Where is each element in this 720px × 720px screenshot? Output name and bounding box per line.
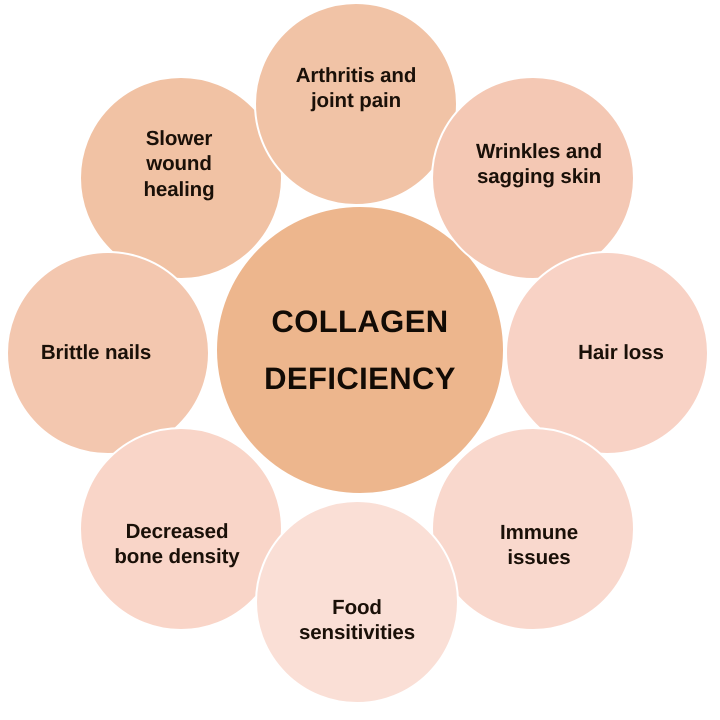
node-decreased-bone-density: Decreased bone density	[79, 427, 283, 631]
node-label-wrinkles-and-sagging-skin: Wrinkles and sagging skin	[475, 139, 602, 188]
node-food-sensitivities: Food sensitivities	[255, 500, 459, 704]
node-wrinkles-and-sagging-skin: Wrinkles and sagging skin	[431, 76, 635, 280]
node-brittle-nails: Brittle nails	[6, 251, 210, 455]
node-arthritis-and-joint-pain: Arthritis and joint pain	[254, 2, 458, 206]
node-label-hair-loss: Hair loss	[578, 341, 664, 365]
node-label-food-sensitivities: Food sensitivities	[298, 595, 416, 644]
node-label-arthritis-and-joint-pain: Arthritis and joint pain	[295, 63, 417, 112]
node-label-immune-issues: Immune issues	[500, 520, 578, 569]
node-label-slower-wound-healing: Slower wound healing	[143, 126, 215, 201]
center-node-collagen-deficiency: COLLAGEN DEFICIENCY	[215, 205, 505, 495]
node-hair-loss: Hair loss	[505, 251, 709, 455]
node-immune-issues: Immune issues	[431, 427, 635, 631]
center-node-label: COLLAGEN DEFICIENCY	[264, 303, 456, 396]
node-label-brittle-nails: Brittle nails	[40, 341, 152, 365]
node-label-decreased-bone-density: Decreased bone density	[114, 519, 240, 568]
node-slower-wound-healing: Slower wound healing	[79, 76, 283, 280]
